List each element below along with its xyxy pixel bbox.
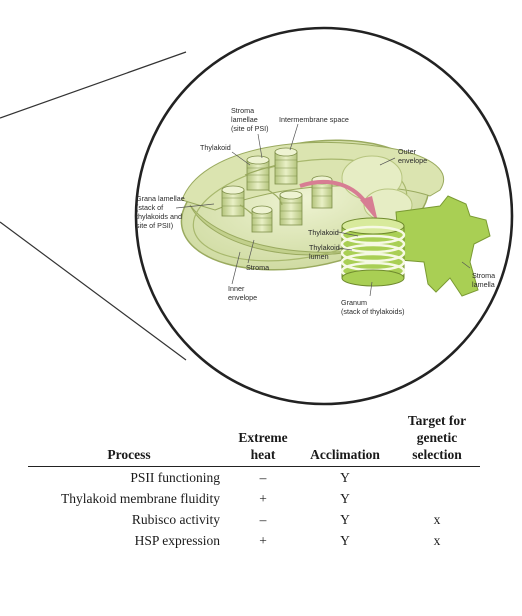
label-granum: Granum (stack of thylakoids) bbox=[341, 298, 405, 316]
magnify-arrow bbox=[299, 179, 378, 222]
label-outer-envelope: Outer envelope bbox=[398, 147, 427, 165]
cell-process: HSP expression bbox=[134, 533, 220, 548]
header-acclimation: Acclimation bbox=[310, 447, 380, 462]
cell-process: Rubisco activity bbox=[131, 512, 220, 527]
cell-heat: – bbox=[259, 512, 267, 527]
leader-lines bbox=[175, 123, 471, 297]
label-stroma: Stroma bbox=[246, 263, 269, 272]
cell-target bbox=[394, 488, 480, 509]
zoom-line-top bbox=[0, 51, 187, 119]
cell-heat: + bbox=[259, 533, 267, 548]
cell-acclimation: Y bbox=[340, 491, 350, 506]
cell-acclimation: Y bbox=[340, 533, 350, 548]
cell-target: x bbox=[433, 533, 441, 548]
label-thylakoid-mid: Thylakoid bbox=[308, 228, 339, 237]
zoom-line-bottom bbox=[0, 221, 187, 361]
cell-heat: – bbox=[259, 470, 267, 485]
table-row: Thylakoid membrane fluidity + Y bbox=[28, 488, 480, 509]
cell-target: x bbox=[433, 512, 441, 527]
granum-detail bbox=[340, 195, 491, 297]
table-row: Rubisco activity – Y x bbox=[28, 509, 480, 530]
label-grana-lamellae: Grana lamellae (stack of thylakoids and … bbox=[136, 194, 187, 230]
label-stroma-lamella: Stroma lamella bbox=[472, 271, 497, 289]
cell-acclimation: Y bbox=[340, 470, 350, 485]
label-stroma-lamellae: Stroma lamellae (site of PSI) bbox=[231, 106, 269, 133]
cell-target bbox=[394, 467, 480, 489]
label-thylakoid-lumen: Thylakoid lumen bbox=[309, 243, 342, 261]
cell-heat: + bbox=[259, 491, 267, 506]
header-process: Process bbox=[107, 447, 151, 462]
table-row: PSII functioning – Y bbox=[28, 467, 480, 489]
cell-process: Thylakoid membrane fluidity bbox=[61, 491, 220, 506]
label-intermembrane-space: Intermembrane space bbox=[279, 115, 349, 124]
chloroplast-diagram: Stroma lamellae (site of PSI) Intermembr… bbox=[0, 26, 514, 406]
label-thylakoid-top: Thylakoid bbox=[200, 143, 231, 152]
grana-stacks bbox=[221, 147, 333, 233]
table-row: HSP expression + Y x bbox=[28, 530, 480, 551]
label-inner-envelope: Inner envelope bbox=[228, 284, 257, 302]
cell-process: PSII functioning bbox=[130, 470, 220, 485]
cell-acclimation: Y bbox=[340, 512, 350, 527]
